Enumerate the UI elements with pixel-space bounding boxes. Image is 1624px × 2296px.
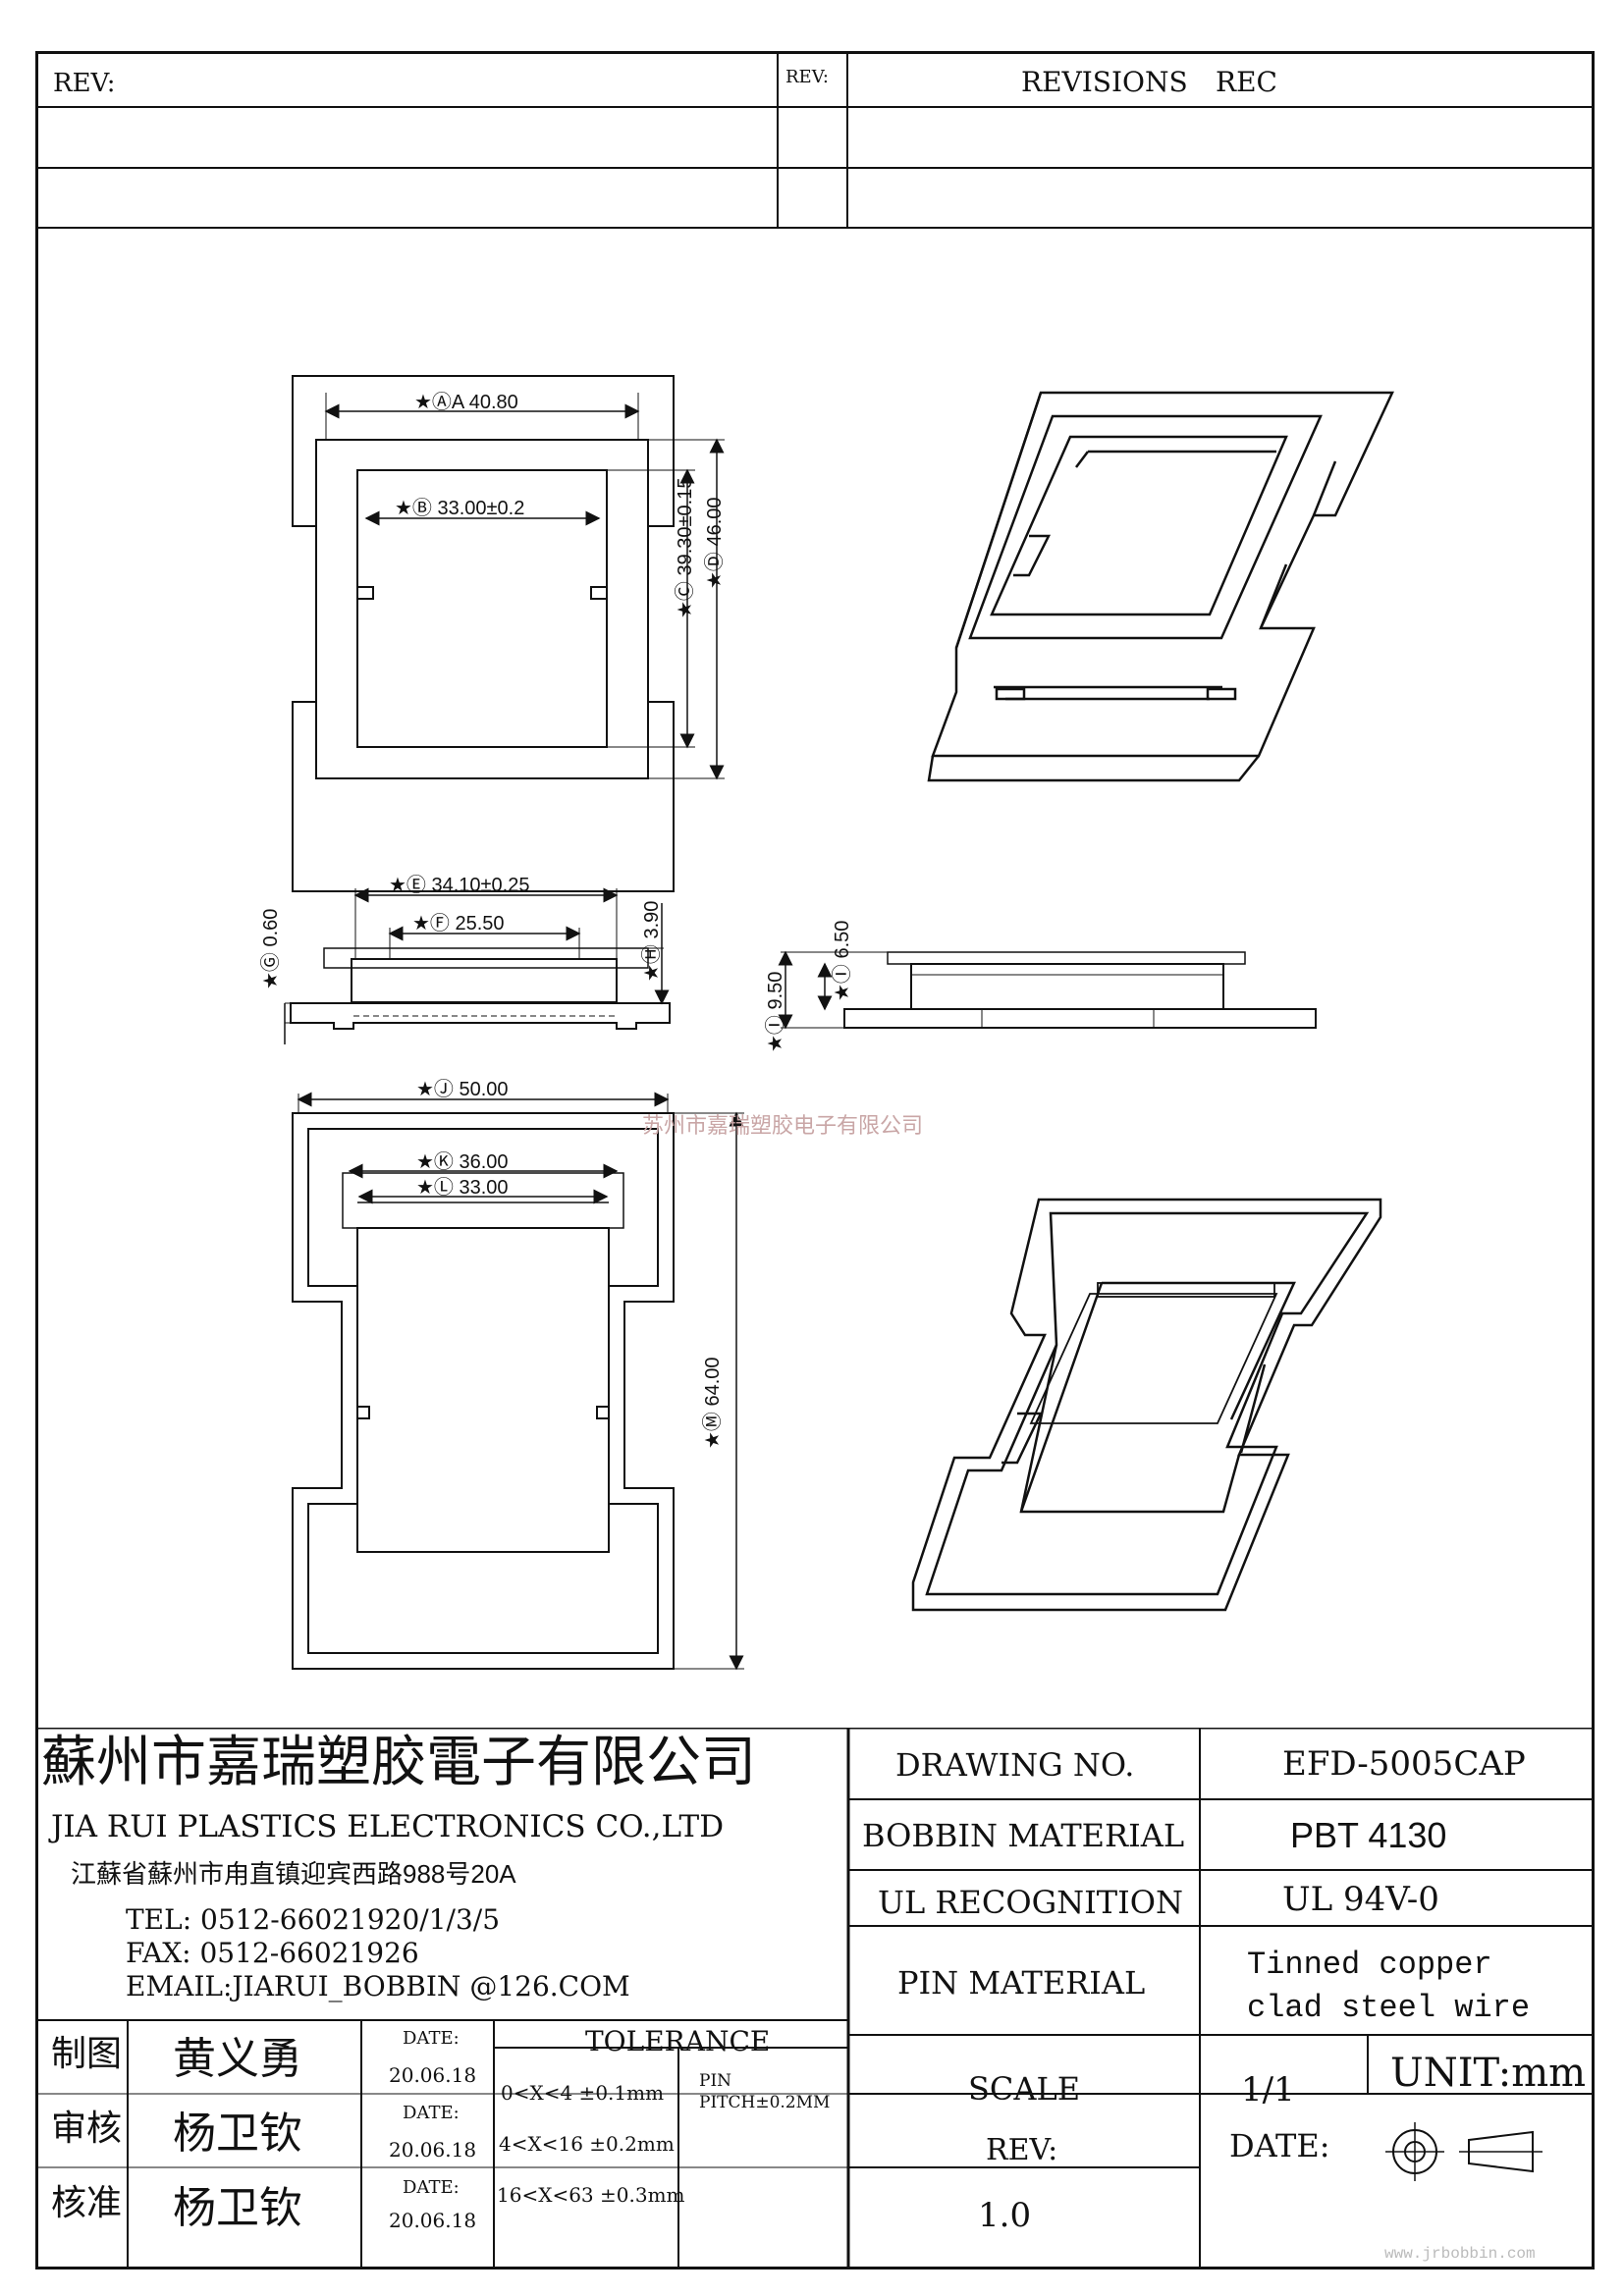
tolerance-row-3: 16<X<63 ±0.3mm [497,2183,685,2207]
role-checked: 审核 [51,2108,123,2148]
dim-f: ★Ⓕ 25.50 [412,913,505,934]
name-checked: 杨卫钦 [173,2109,302,2158]
isometric-view-lower [911,1198,1382,1612]
drawing-frame [35,51,1595,2269]
watermark-footer-url: www.jrbobbin.com [1384,2245,1536,2263]
tolerance-row-1: 0<X<4 ±0.1mm [501,2081,665,2105]
bobbin-material-label: BOBBIN MATERIAL [862,1817,1185,1854]
revision-table [35,51,1595,229]
role-approved: 核准 [51,2182,123,2222]
rev-label-bottom: REV: [986,2133,1058,2167]
date-label-approved: DATE: [403,2177,460,2198]
date-approved: 20.06.18 [389,2209,477,2232]
drawing-no: EFD-5005CAP [1282,1744,1526,1784]
rec-label: REC [1216,66,1277,98]
dim-a: ★ⒶA 40.80 [414,392,518,413]
watermark-center: 苏州市嘉瑞塑胶电子有限公司 [642,1113,924,1138]
company-email: EMAIL:JIARUI_BOBBIN @126.COM [126,1970,630,2002]
drawing-area [284,375,1394,1671]
date-label-drafted: DATE: [403,2028,460,2049]
top-view-upper [292,375,725,892]
role-drafted: 制图 [51,2033,123,2073]
pin-material-line2: clad steel wire [1247,1990,1531,2026]
date-checked: 20.06.18 [389,2138,477,2162]
side-view-right [778,950,1317,1030]
pin-pitch: PITCH±0.2MM [699,2093,831,2112]
side-view-upper [284,887,671,1044]
tolerance-title: TOLERANCE [585,2025,771,2057]
name-drafted: 黄义勇 [173,2035,302,2083]
dim-c: ★Ⓒ 39.30±0.15 [675,477,696,618]
company-tel: TEL: 0512-66021920/1/3/5 [126,1903,501,1936]
dim-i2: ★Ⓘ 9.50 [765,971,786,1052]
pin-material-line1: Tinned copper [1247,1947,1492,1983]
dim-e: ★Ⓔ 34.10±0.25 [389,875,530,896]
name-approved: 杨卫钦 [173,2184,302,2232]
date-label-checked: DATE: [403,2103,460,2123]
revisions-label: REVISIONS [1021,66,1188,98]
dim-d: ★Ⓓ 46.00 [704,497,726,589]
tolerance-row-2: 4<X<16 ±0.2mm [499,2132,675,2156]
dim-g: ★Ⓖ 0.60 [260,908,282,989]
drawing-no-label: DRAWING NO. [895,1746,1135,1784]
pin-material-label: PIN MATERIAL [897,1964,1146,2002]
ul-recognition-label: UL RECOGNITION [878,1884,1183,1921]
dim-l: ★Ⓛ 33.00 [416,1177,509,1199]
rev-label-mid: REV: [785,67,829,87]
dim-k: ★Ⓚ 36.00 [416,1151,509,1173]
pin-label: PIN [699,2071,732,2091]
dim-j: ★Ⓙ 50.00 [416,1079,509,1100]
ul-recognition: UL 94V-0 [1282,1880,1439,1919]
isometric-view-upper [927,391,1394,782]
rev-label-left: REV: [53,69,116,98]
company-address: 江蘇省蘇州市甪直镇迎宾西路988号20A [71,1859,516,1889]
dim-b: ★Ⓑ 33.00±0.2 [395,498,525,519]
company-name-cn: 蘇州市嘉瑞塑胶電子有限公司 [41,1731,756,1794]
dim-h: ★Ⓗ 3.90 [641,900,663,982]
company-name-en: JIA RUI PLASTICS ELECTRONICS CO.,LTD [51,1809,725,1844]
dim-m: ★Ⓜ 64.00 [702,1357,724,1449]
unit-label: UNIT:mm [1390,2051,1587,2096]
date-drafted: 20.06.18 [389,2063,477,2087]
title-block-grid [35,1728,1595,2269]
scale-value: 1/1 [1241,2070,1295,2109]
scale-label: SCALE [968,2070,1081,2108]
rev-value: 1.0 [978,2196,1032,2235]
company-fax: FAX: 0512-66021926 [126,1937,419,1969]
top-view-lower [292,1092,744,1671]
dim-i: ★Ⓘ 6.50 [832,920,853,1001]
bobbin-material: PBT 4130 [1290,1815,1447,1855]
date-label-bottom: DATE: [1229,2127,1330,2164]
